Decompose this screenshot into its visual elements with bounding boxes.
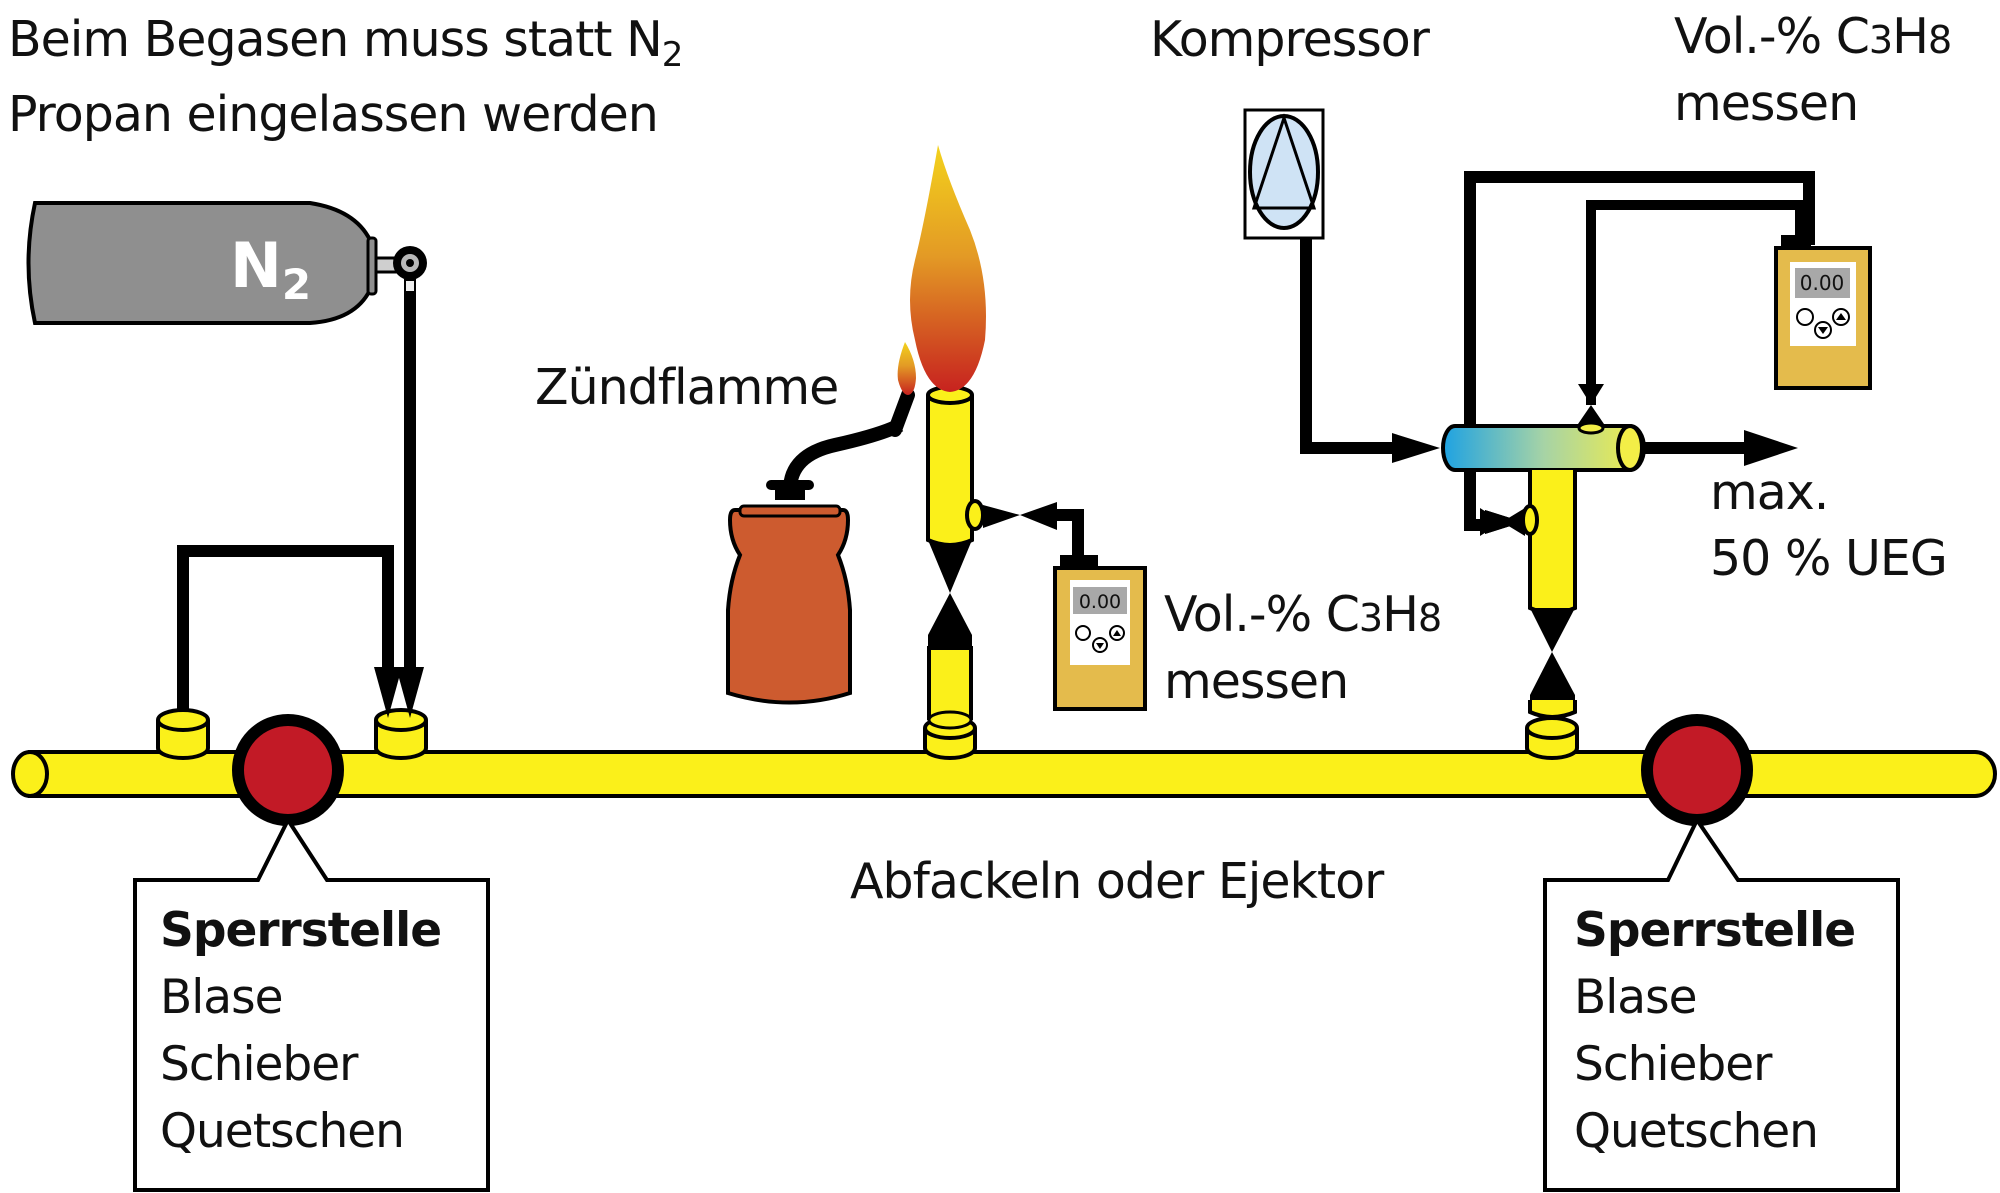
shutoff-option: Blase — [1574, 970, 1698, 1025]
flare-sample-valve — [965, 499, 1084, 560]
n2-cylinder-label: N2 — [230, 229, 311, 309]
shutoff-right — [1543, 714, 1900, 1192]
flame-icon — [910, 145, 986, 392]
gas-meter-ejector: 0.00 — [1774, 235, 1872, 390]
pilot-flame-icon — [897, 342, 916, 395]
shutoff-left — [133, 714, 490, 1192]
compressor-triangle-icon — [1251, 113, 1317, 210]
max-line-1: max. — [1710, 464, 1829, 521]
pilot-burner — [783, 342, 916, 491]
caption-line-2: messen — [1674, 75, 1859, 132]
intro-line-1: Beim Begasen muss statt N — [8, 11, 663, 68]
subscript: 2 — [661, 35, 684, 75]
caption-text: Vol.-% C — [1674, 8, 1870, 65]
shutoff-option: Blase — [160, 970, 284, 1025]
propane-cylinder — [726, 480, 852, 705]
shutoff-option: Schieber — [1574, 1037, 1773, 1092]
shutoff-callout-right: Sperrstelle Blase Schieber Quetschen — [1574, 897, 1856, 1165]
caption-text: H — [1382, 586, 1419, 643]
power-button-icon — [1796, 308, 1814, 326]
caption-sub: 8 — [1417, 596, 1442, 640]
flare-stack — [910, 145, 986, 760]
caption-sub: 3 — [1358, 596, 1383, 640]
pilot-flame-label: Zündflamme — [535, 359, 839, 416]
shutoff-option: Quetschen — [1574, 1104, 1819, 1159]
n2-feed-line — [396, 292, 424, 718]
main-pipe — [11, 750, 1997, 798]
intro-line-2: Propan eingelassen werden — [8, 86, 659, 143]
max-limit-label: max. 50 % UEG — [1710, 460, 1948, 592]
meter-display: 0.00 — [1800, 271, 1845, 295]
caption-text: H — [1892, 8, 1929, 65]
flare-or-ejector-label: Abfackeln oder Ejektor — [850, 853, 1384, 910]
arrow-down-icon — [396, 667, 424, 718]
caption-line-2: messen — [1164, 653, 1349, 710]
arrow-down-icon — [374, 667, 402, 718]
shutoff-callout-left: Sperrstelle Blase Schieber Quetschen — [160, 897, 442, 1165]
n2-cylinder: N2 — [26, 201, 427, 325]
intro-text: Beim Begasen muss statt N2 Propan eingel… — [8, 10, 684, 145]
gas-meter-flare: 0.00 — [1053, 555, 1147, 711]
pipe-stub-left-1 — [156, 708, 210, 760]
power-button-icon — [1075, 625, 1091, 641]
max-line-2: 50 % UEG — [1710, 530, 1948, 587]
caption-sub: 3 — [1868, 18, 1893, 62]
ejector — [1441, 421, 1798, 472]
shutoff-option: Schieber — [160, 1037, 359, 1092]
meter-display: 0.00 — [1079, 591, 1121, 613]
caption-text: Vol.-% C — [1164, 586, 1360, 643]
compressor — [1243, 108, 1325, 240]
sample-loop — [1464, 171, 1815, 531]
arrow-right-icon — [1392, 433, 1440, 463]
compressor-label: Kompressor — [1150, 11, 1430, 68]
pipe-open-end — [11, 750, 49, 798]
shutoff-option: Quetschen — [160, 1104, 405, 1159]
pipe-stub-left-2 — [374, 708, 428, 760]
shutoff-title: Sperrstelle — [160, 903, 442, 958]
arrow-right-icon — [1744, 430, 1798, 466]
meter-caption-flare: Vol.-% C3H8 messen — [1164, 583, 1442, 714]
bypass-line — [177, 545, 402, 718]
meter-caption-top: Vol.-% C3H8 messen — [1674, 5, 1952, 136]
shutoff-title: Sperrstelle — [1574, 903, 1856, 958]
ejector-riser — [1480, 470, 1579, 760]
compressor-line — [1300, 238, 1440, 463]
caption-sub: 8 — [1927, 18, 1952, 62]
